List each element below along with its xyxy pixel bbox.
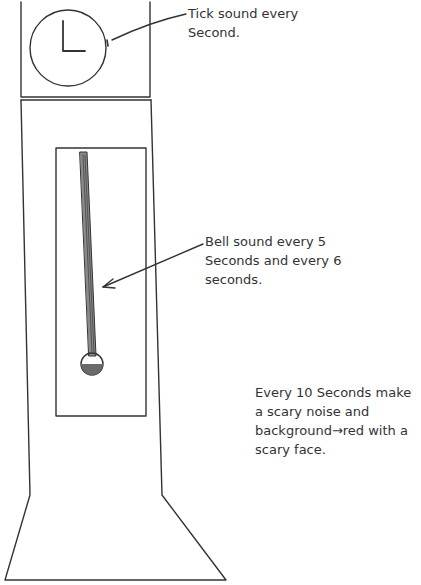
pendulum-window — [56, 148, 146, 416]
leader-line — [103, 244, 203, 287]
annotation-note: Tick sound every Second. — [188, 4, 318, 42]
rod-hatching — [83, 155, 92, 352]
leader-arrowhead — [103, 279, 115, 288]
bob-shading — [81, 364, 103, 375]
clock-face — [30, 10, 106, 86]
pendulum-rod — [80, 152, 96, 356]
clock-head-outline — [21, 2, 150, 97]
tick-mark — [107, 40, 108, 46]
leader-line — [112, 14, 186, 40]
rod-hatching — [85, 155, 94, 352]
pendulum-bob — [81, 353, 103, 375]
head-divider — [21, 99, 151, 100]
clock-case-outline — [5, 100, 226, 580]
annotation-note: Bell sound every 5 Seconds and every 6 s… — [205, 232, 355, 289]
annotation-note: Every 10 Seconds make a scary noise and … — [255, 383, 417, 459]
clock-hands — [63, 21, 85, 51]
